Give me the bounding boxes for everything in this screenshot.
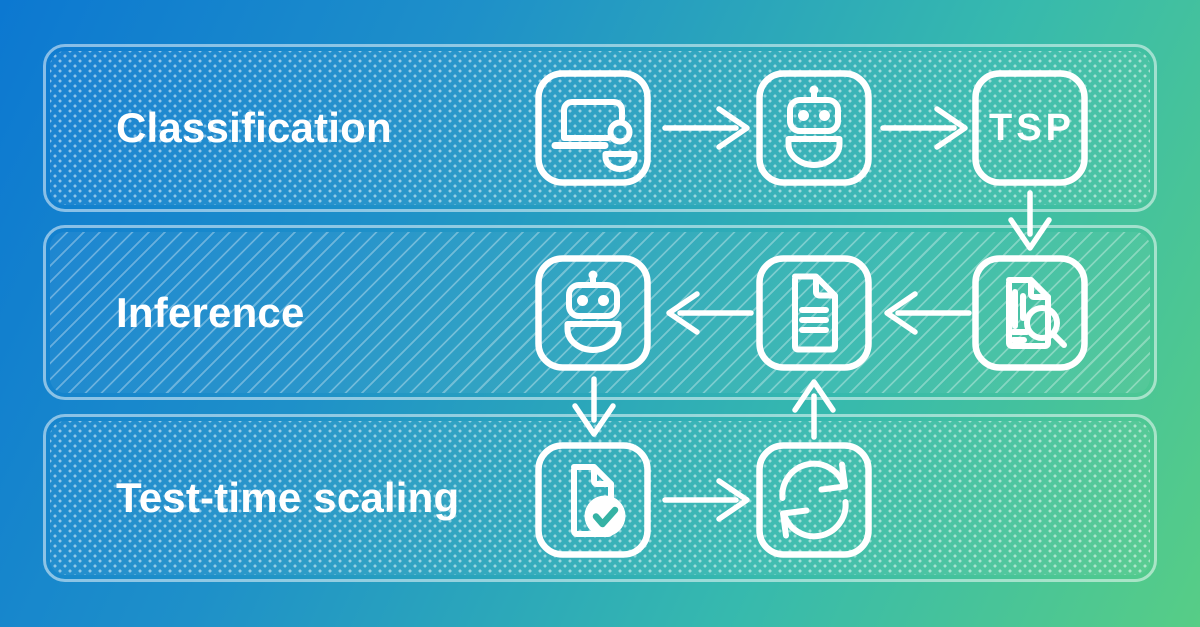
tsp-badge: TSP	[971, 69, 1089, 187]
arrow-right-icon	[662, 472, 754, 528]
checkmark-glyph	[596, 510, 615, 524]
robot-icon	[755, 69, 873, 187]
document-search-icon	[971, 254, 1089, 372]
robot-icon	[534, 254, 652, 372]
laptop-user-icon	[534, 69, 652, 187]
tsp-label: TSP	[989, 106, 1075, 149]
arrow-left-icon	[662, 285, 754, 341]
arrow-left-icon	[880, 285, 972, 341]
arrow-down-icon	[1002, 190, 1058, 254]
document-check-icon	[534, 441, 652, 559]
arrow-down-icon	[566, 376, 622, 440]
row-label-inference: Inference	[116, 288, 305, 336]
arrow-right-icon	[880, 100, 972, 156]
arrow-right-icon	[662, 100, 754, 156]
refresh-icon	[755, 441, 873, 559]
arrow-up-icon	[786, 376, 842, 440]
row-label-classification: Classification	[116, 104, 392, 151]
document-icon	[755, 254, 873, 372]
row-label-test-time-scaling: Test-time scaling	[116, 474, 460, 521]
